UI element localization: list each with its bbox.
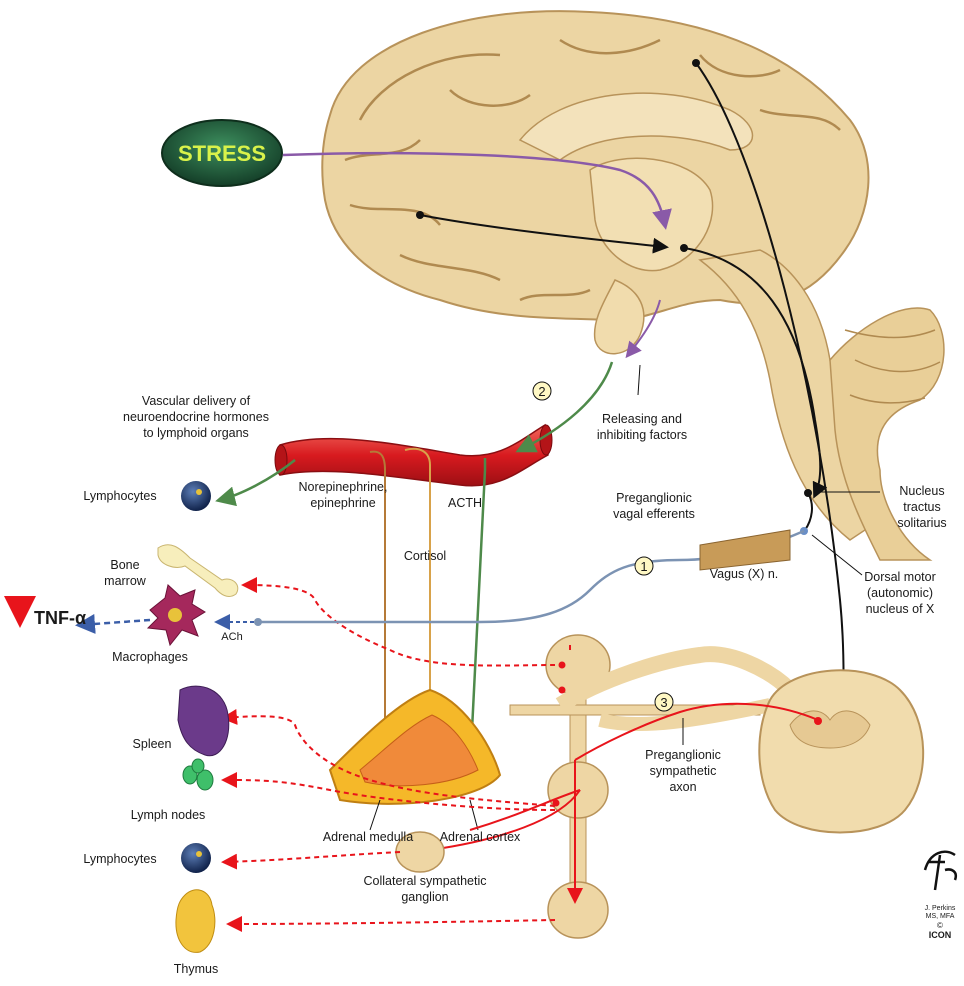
- svg-text:Releasing and: Releasing and: [602, 412, 682, 426]
- svg-text:Nucleus: Nucleus: [899, 484, 944, 498]
- svg-text:2: 2: [538, 384, 545, 399]
- svg-text:ICON: ICON: [929, 930, 952, 940]
- svg-text:sympathetic: sympathetic: [650, 764, 717, 778]
- svg-text:inhibiting factors: inhibiting factors: [597, 428, 687, 442]
- label-norepinephrine: Norepinephrine, epinephrine: [299, 480, 388, 510]
- svg-text:3: 3: [660, 695, 667, 710]
- svg-text:to lymphoid organs: to lymphoid organs: [143, 426, 249, 440]
- vagus-nerve: [700, 530, 790, 570]
- adrenal-gland: [330, 690, 500, 804]
- macrophage: [148, 585, 205, 645]
- svg-text:Preganglionic: Preganglionic: [616, 491, 692, 505]
- label-bone-marrow: Bone marrow: [104, 558, 147, 588]
- label-acth: ACTH: [448, 496, 482, 510]
- label-vascular-delivery: Vascular delivery of neuroendocrine horm…: [123, 394, 269, 440]
- step-2: 2: [533, 382, 551, 400]
- svg-text:Dorsal motor: Dorsal motor: [864, 570, 936, 584]
- lymph-node: [183, 759, 213, 790]
- svg-text:axon: axon: [669, 780, 696, 794]
- label-adrenal-medulla: Adrenal medulla: [323, 830, 413, 844]
- svg-text:Collateral sympathetic: Collateral sympathetic: [364, 874, 487, 888]
- label-preganglionic-sympathetic: Preganglionic sympathetic axon: [645, 748, 721, 794]
- svg-text:1: 1: [640, 559, 647, 574]
- label-lymph-nodes: Lymph nodes: [131, 808, 206, 822]
- lymphocyte-bottom: [181, 843, 211, 873]
- label-releasing-factors: Releasing and inhibiting factors: [597, 412, 687, 442]
- svg-text:Vascular delivery of: Vascular delivery of: [142, 394, 251, 408]
- svg-text:vagal efferents: vagal efferents: [613, 507, 695, 521]
- svg-text:Bone: Bone: [110, 558, 139, 572]
- label-tnf: TNF-α: [34, 608, 86, 628]
- step-3: 3: [655, 693, 673, 711]
- svg-text:J. Perkins: J. Perkins: [925, 905, 956, 912]
- label-lymphocytes-bottom: Lymphocytes: [83, 852, 156, 866]
- svg-text:tractus: tractus: [903, 500, 941, 514]
- tnf-inhibition-arrow: [80, 620, 150, 625]
- label-dorsal-motor: Dorsal motor (autonomic) nucleus of X: [864, 570, 936, 616]
- label-lymphocytes-top: Lymphocytes: [83, 489, 156, 503]
- label-preganglionic-vagal: Preganglionic vagal efferents: [613, 491, 695, 521]
- svg-text:solitarius: solitarius: [897, 516, 946, 530]
- svg-text:marrow: marrow: [104, 574, 147, 588]
- svg-text:ganglion: ganglion: [401, 890, 448, 904]
- label-vagus: Vagus (X) n.: [710, 567, 779, 581]
- sympathetic-chain: [510, 635, 790, 938]
- label-ach: ACh: [221, 631, 242, 643]
- label-adrenal-cortex: Adrenal cortex: [440, 830, 521, 844]
- svg-text:nucleus of X: nucleus of X: [866, 602, 935, 616]
- step-1: 1: [635, 557, 653, 575]
- svg-text:Preganglionic: Preganglionic: [645, 748, 721, 762]
- label-nucleus-tractus: Nucleus tractus solitarius: [897, 484, 946, 530]
- svg-text:neuroendocrine hormones: neuroendocrine hormones: [123, 410, 269, 424]
- spleen: [178, 686, 229, 756]
- stress-label: STRESS: [178, 141, 266, 166]
- svg-text:MS, MFA: MS, MFA: [926, 913, 955, 920]
- svg-text:Norepinephrine,: Norepinephrine,: [299, 480, 388, 494]
- label-collateral-ganglion: Collateral sympathetic ganglion: [364, 874, 487, 904]
- svg-text:©: ©: [937, 921, 943, 930]
- svg-text:epinephrine: epinephrine: [310, 496, 375, 510]
- netter-signature: J. Perkins MS, MFA © ICON: [925, 852, 956, 940]
- lymphocyte-top: [181, 481, 211, 511]
- spinal-cord-section: [759, 670, 923, 832]
- thymus: [176, 890, 215, 953]
- label-thymus: Thymus: [174, 962, 218, 976]
- stress-node: STRESS: [162, 120, 282, 186]
- blood-vessel: [275, 425, 552, 486]
- svg-text:(autonomic): (autonomic): [867, 586, 933, 600]
- label-spleen: Spleen: [133, 737, 172, 751]
- label-macrophages: Macrophages: [112, 650, 188, 664]
- label-cortisol: Cortisol: [404, 549, 446, 563]
